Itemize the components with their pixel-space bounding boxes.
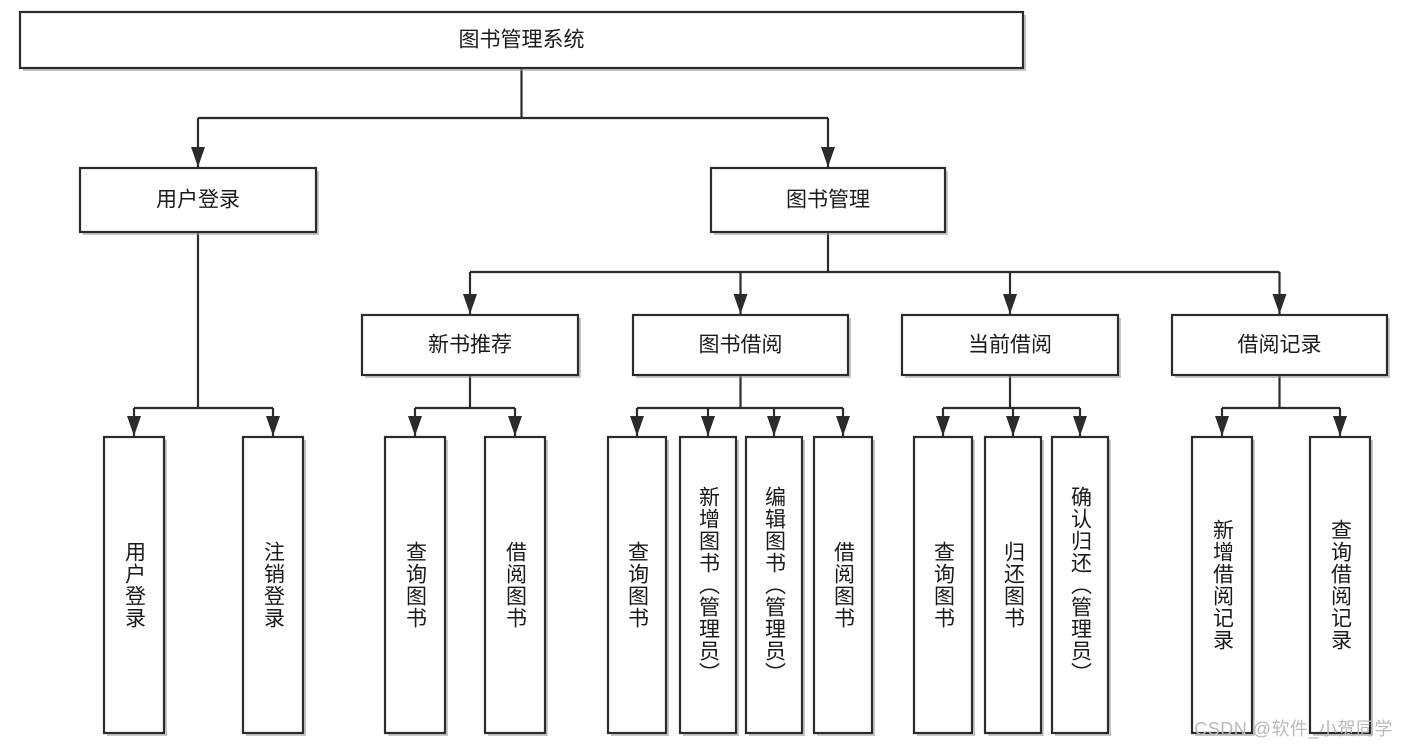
arrow-head-icon bbox=[191, 147, 205, 167]
arrow-head-icon bbox=[463, 294, 477, 314]
node-leaf-3[interactable] bbox=[483, 435, 548, 736]
node-root[interactable] bbox=[18, 10, 1026, 71]
arrow-head-icon bbox=[408, 416, 422, 436]
node-leaf-10[interactable] bbox=[1050, 435, 1111, 736]
arrow-head-icon bbox=[767, 416, 781, 436]
node-level2-label-0: 用户登录 bbox=[156, 189, 240, 212]
arrow-head-icon bbox=[1215, 416, 1229, 436]
edges-layer bbox=[127, 68, 1347, 436]
node-leaf-11[interactable] bbox=[1190, 435, 1255, 736]
arrow-head-icon bbox=[508, 416, 522, 436]
node-level3-label-0: 新书推荐 bbox=[428, 334, 512, 357]
node-level3-1[interactable] bbox=[631, 313, 851, 378]
node-leaf-9[interactable] bbox=[983, 435, 1044, 736]
arrow-head-icon bbox=[1006, 416, 1020, 436]
node-level3-label-2: 当前借阅 bbox=[968, 334, 1052, 357]
nodes-layer bbox=[18, 10, 1390, 736]
node-leaf-8[interactable] bbox=[912, 435, 975, 736]
node-leaf-4[interactable] bbox=[606, 435, 669, 736]
arrow-head-icon bbox=[701, 416, 715, 436]
node-level3-3[interactable] bbox=[1170, 313, 1390, 378]
arrow-head-icon bbox=[821, 147, 835, 167]
node-leaf-1[interactable] bbox=[241, 435, 306, 736]
watermark-text: CSDN @软件_小贺同学 bbox=[1194, 719, 1393, 739]
arrow-head-icon bbox=[630, 416, 644, 436]
node-leaf-5[interactable] bbox=[678, 435, 739, 736]
arrow-head-icon bbox=[836, 416, 850, 436]
arrow-head-icon bbox=[733, 294, 748, 314]
node-leaf-7[interactable] bbox=[812, 435, 875, 736]
node-leaf-2[interactable] bbox=[383, 435, 448, 736]
arrow-head-icon bbox=[1272, 294, 1287, 314]
node-level3-label-1: 图书借阅 bbox=[699, 334, 783, 357]
node-level3-label-3: 借阅记录 bbox=[1238, 334, 1322, 357]
arrow-head-icon bbox=[936, 416, 950, 436]
arrow-head-icon bbox=[1003, 294, 1017, 314]
node-leaf-12[interactable] bbox=[1308, 435, 1373, 736]
arrow-head-icon bbox=[127, 416, 141, 436]
node-leaf-6[interactable] bbox=[744, 435, 805, 736]
node-level3-0[interactable] bbox=[360, 313, 581, 378]
node-level2-label-1: 图书管理 bbox=[786, 189, 870, 212]
node-root-label: 图书管理系统 bbox=[459, 29, 585, 52]
arrow-head-icon bbox=[1333, 416, 1347, 436]
node-level2-0[interactable] bbox=[78, 166, 319, 235]
arrow-head-icon bbox=[266, 416, 280, 436]
node-level2-1[interactable] bbox=[709, 166, 948, 235]
node-leaf-0[interactable] bbox=[102, 435, 167, 736]
node-level3-2[interactable] bbox=[900, 313, 1121, 378]
arrow-head-icon bbox=[1073, 416, 1087, 436]
